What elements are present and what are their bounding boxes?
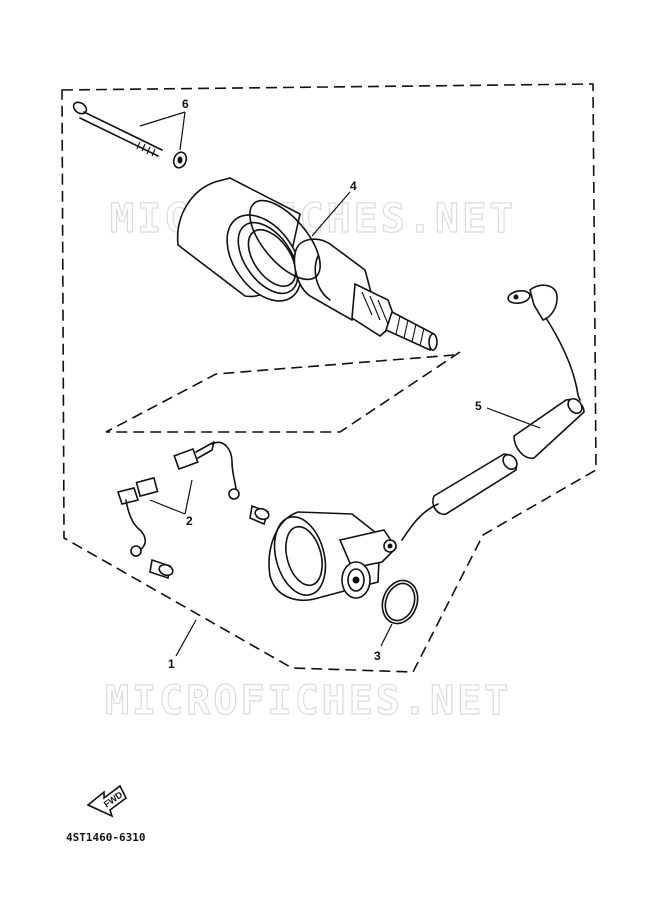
leader-4 [311, 191, 351, 237]
leader-3 [380, 623, 393, 647]
assembly-boundary [61, 83, 597, 673]
callout-3: 3 [374, 649, 381, 663]
part-5-lead-wire[interactable] [401, 284, 585, 541]
part-3-o-ring[interactable] [377, 576, 424, 629]
callout-2: 2 [186, 514, 193, 528]
leader-6 [139, 111, 186, 151]
figure-code: 4ST1460-6310 [66, 831, 145, 844]
forward-direction-arrow: FWD [86, 784, 128, 818]
callout-1: 1 [168, 657, 175, 671]
callout-4: 4 [350, 179, 357, 193]
part-1-front-cover[interactable] [266, 511, 398, 601]
part-2-brush-set[interactable] [116, 441, 270, 580]
part-4-o-ring[interactable] [237, 189, 332, 291]
callout-6: 6 [182, 97, 189, 111]
leader-5 [486, 407, 541, 429]
watermark-top: MICROFICHES.NET [110, 196, 516, 242]
leader-2 [149, 479, 193, 515]
watermark-bottom: MICROFICHES.NET [105, 678, 511, 724]
exploded-view-outline [105, 351, 461, 433]
callout-5: 5 [475, 399, 482, 413]
leader-1 [175, 619, 197, 657]
part-6-bolt-and-washer[interactable] [71, 100, 188, 170]
part-4-starter-motor[interactable] [176, 177, 438, 352]
